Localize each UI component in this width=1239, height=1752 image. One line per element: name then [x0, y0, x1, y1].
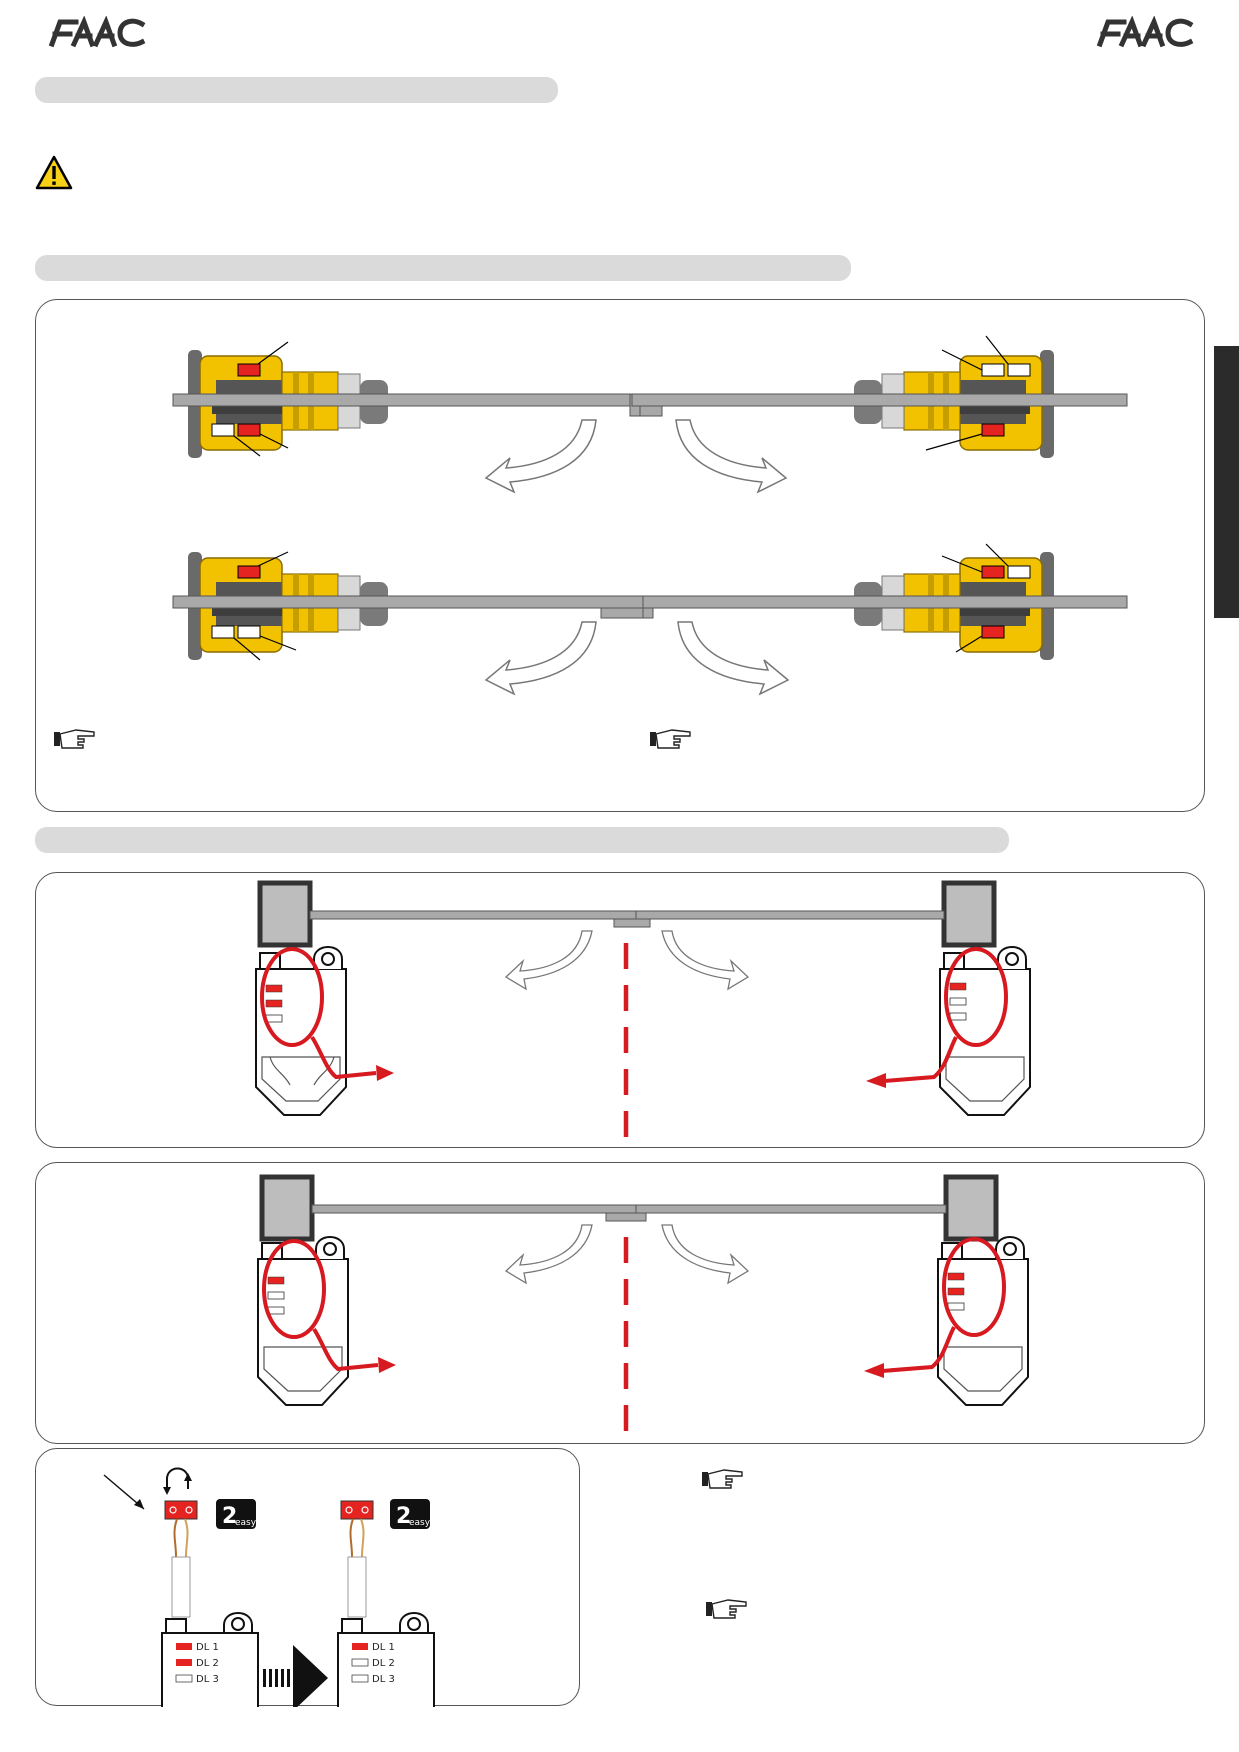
pointing-hand-icon: [650, 729, 691, 749]
svg-text:DL 2: DL 2: [372, 1658, 395, 1669]
panel-motor-configuration: [35, 299, 1205, 812]
control-board-before: DL 1 DL 2 DL 3: [161, 1612, 259, 1707]
2easy-logo: 2 easy: [216, 1499, 257, 1529]
warning-triangle-icon: [35, 155, 73, 190]
side-tab-marker: [1214, 346, 1239, 618]
svg-text:2: 2: [396, 1504, 411, 1529]
svg-text:2: 2: [222, 1504, 237, 1529]
svg-text:easy: easy: [409, 1518, 431, 1528]
panel-2easy-jumper: 2 easy 2 easy DL 1 DL 2 DL 3: [35, 1448, 580, 1707]
2easy-logo: 2 easy: [390, 1499, 431, 1529]
pointing-hand-icon: [54, 729, 95, 749]
svg-text:DL 3: DL 3: [196, 1674, 219, 1685]
pointing-hand-icon: [706, 1599, 747, 1619]
control-board-after: DL 1 DL 2 DL 3: [337, 1612, 435, 1707]
pointing-hand-icon: [702, 1469, 743, 1489]
svg-text:DL 1: DL 1: [196, 1642, 219, 1653]
section-heading-bar-2: [35, 255, 851, 281]
svg-text:DL 3: DL 3: [372, 1674, 395, 1685]
panel-led-config-2: [35, 1162, 1205, 1444]
gate-diagram-row-1: [172, 335, 1128, 494]
svg-text:DL 2: DL 2: [196, 1658, 219, 1669]
transition-arrow-icon: [263, 1645, 328, 1707]
section-heading-bar-3: [35, 827, 1009, 853]
svg-text:easy: easy: [235, 1518, 257, 1528]
faac-logo-left: [48, 16, 146, 48]
faac-logo-right: [1096, 16, 1194, 48]
panel-led-config-1: [35, 872, 1205, 1148]
gate-diagram-row-2: [172, 543, 1128, 696]
svg-text:DL 1: DL 1: [372, 1642, 395, 1653]
section-heading-bar-1: [35, 77, 558, 103]
